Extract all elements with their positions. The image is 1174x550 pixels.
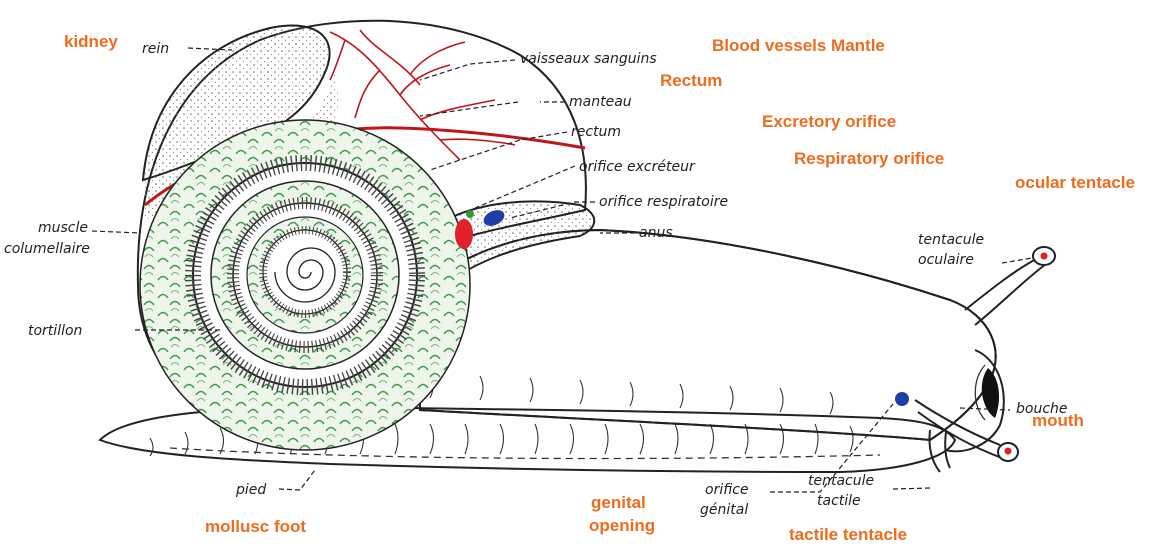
label-kidney: kidney: [64, 33, 118, 51]
label-columellaire: columellaire: [4, 241, 90, 257]
label-mouth: mouth: [1032, 412, 1084, 430]
anus-marker: [455, 219, 473, 249]
label-orifice-genital-2: génital: [700, 502, 748, 518]
label-anus: anus: [639, 225, 673, 241]
label-mollusc-foot: mollusc foot: [205, 518, 306, 536]
excretory-orifice-marker: [466, 210, 474, 218]
snail-body: [420, 201, 996, 440]
label-tentacule-oculaire-1: tentacule: [918, 232, 984, 248]
label-tactile-tentacle: tactile tentacle: [789, 526, 907, 544]
label-blood-vessels-mantle: Blood vessels Mantle: [712, 37, 885, 55]
ocular-tentacle-drawing: [965, 247, 1055, 325]
label-rein: rein: [142, 41, 169, 57]
label-pied: pied: [235, 482, 266, 498]
genital-opening-marker: [895, 392, 909, 406]
label-rectum-en: Rectum: [660, 72, 722, 90]
tactile-tip-marker: [1005, 448, 1012, 455]
label-genital: genital: [591, 494, 646, 512]
label-tentacule-oculaire-2: oculaire: [918, 252, 974, 268]
label-tentacule-tactile-1: tentacule: [808, 473, 874, 489]
label-muscle: muscle: [38, 220, 88, 236]
label-orifice-respiratoire: orifice respiratoire: [599, 194, 728, 210]
label-orifice-excreteur: orifice excréteur: [579, 159, 696, 175]
label-respiratory-orifice: Respiratory orifice: [794, 150, 944, 168]
label-excretory-orifice: Excretory orifice: [762, 113, 896, 131]
label-manteau: manteau: [569, 94, 632, 110]
label-tortillon: tortillon: [28, 323, 82, 339]
label-orifice-genital-1: orifice: [705, 482, 749, 498]
label-rectum: rectum: [571, 124, 621, 140]
ocular-eye-marker: [1041, 253, 1048, 260]
label-ocular-tentacle: ocular tentacle: [1015, 174, 1135, 192]
label-opening: opening: [589, 517, 655, 535]
label-vaisseaux-sanguins: vaisseaux sanguins: [520, 51, 657, 67]
label-tentacule-tactile-2: tactile: [817, 493, 861, 509]
